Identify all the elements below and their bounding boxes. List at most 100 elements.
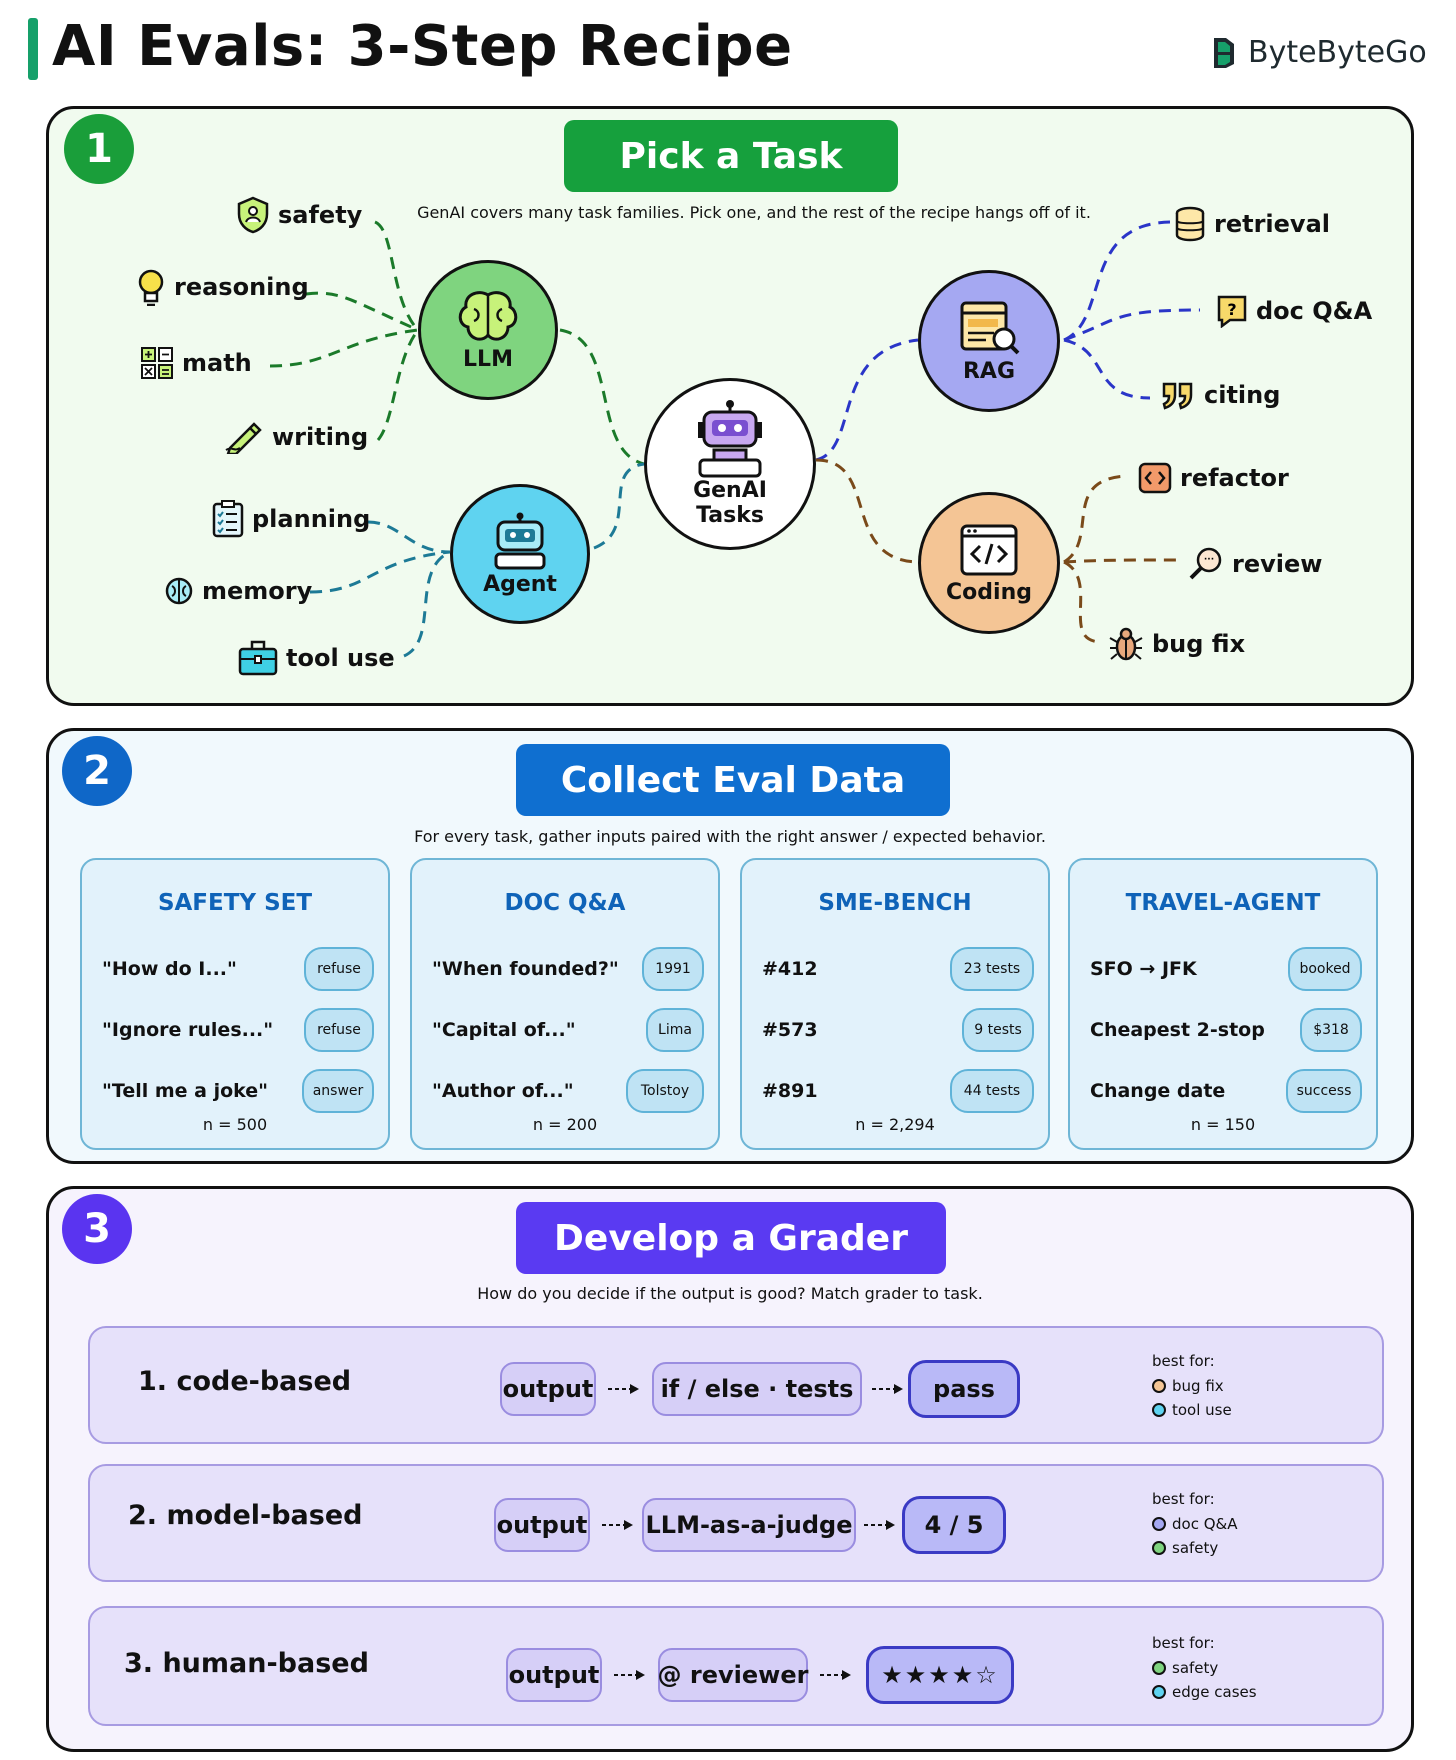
leaf-refactor-label: refactor — [1180, 464, 1289, 492]
best-for-text: safety — [1172, 1659, 1219, 1677]
connector-tool-use — [403, 550, 451, 658]
leaf-memory-label: memory — [202, 577, 313, 605]
connector-bug-fix — [1063, 560, 1101, 644]
card-row: #412 23 tests — [762, 946, 1034, 992]
best-for-text: doc Q&A — [1172, 1515, 1238, 1533]
code-brackets-icon — [1138, 462, 1172, 494]
card-input: #573 — [762, 1019, 818, 1041]
connector-memory — [309, 550, 451, 594]
card-sample-count: n = 150 — [1190, 1115, 1256, 1134]
best-for-text: tool use — [1172, 1401, 1232, 1419]
card-input: SFO → JFK — [1090, 958, 1197, 980]
brand-logo: ByteByteGo — [1210, 30, 1427, 74]
lightbulb-icon — [138, 269, 164, 306]
data-card-safety: SAFETY SET "How do I..."refuse "Ignore r… — [80, 858, 390, 1150]
grader-name: 2. model-based — [128, 1500, 363, 1531]
best-for-item: safety — [1152, 1656, 1257, 1680]
card-sample-count: n = 500 — [202, 1115, 268, 1134]
card-answer-pill: 23 tests — [950, 947, 1034, 991]
magnifier-icon: ··· — [1189, 547, 1222, 580]
card-input: "Capital of..." — [432, 1019, 576, 1041]
brain-icon — [458, 290, 518, 341]
leaf-refactor: refactor — [1138, 462, 1289, 494]
center-label-line1: GenAI — [693, 478, 767, 503]
step-3-subtitle: How do you decide if the output is good?… — [477, 1284, 983, 1303]
leaf-tool-use: tool use — [238, 640, 395, 676]
step-2-badge: 2 — [62, 736, 132, 806]
grader-input-box: output — [494, 1498, 590, 1552]
rag-hub: RAG — [918, 270, 1060, 412]
leaf-safety: safety — [236, 196, 362, 234]
card-answer-pill: Lima — [646, 1008, 704, 1052]
connector-retrieval — [1063, 220, 1171, 342]
card-answer-pill: Tolstoy — [626, 1069, 704, 1113]
clipboard-checklist-icon — [212, 500, 244, 538]
connector-safety — [374, 220, 420, 332]
best-for-text: safety — [1172, 1539, 1219, 1557]
connector-planning — [367, 520, 451, 554]
color-dot — [1152, 1541, 1166, 1555]
card-row: "Capital of..." Lima — [432, 1007, 704, 1053]
best-for-label: best for: — [1152, 1634, 1215, 1652]
leaf-citing: citing — [1160, 380, 1280, 410]
leaf-doc-qa: ? doc Q&A — [1216, 294, 1372, 328]
leaf-bug-fix: bug fix — [1108, 626, 1245, 662]
grader-row-code-based: 1. code-based output if / else · tests p… — [88, 1326, 1384, 1444]
card-answer-pill: 44 tests — [950, 1069, 1034, 1113]
grader-result-box: pass — [908, 1360, 1020, 1418]
grader-best-for: best for: safety edge cases — [1152, 1634, 1257, 1704]
card-input: #412 — [762, 958, 818, 980]
card-answer-pill: $318 — [1300, 1008, 1362, 1052]
grader-method-box: @ reviewer — [658, 1648, 808, 1702]
grader-method-box: LLM-as-a-judge — [642, 1498, 856, 1552]
toolbox-icon — [238, 640, 278, 676]
quote-icon — [1162, 382, 1193, 410]
best-for-label: best for: — [1152, 1490, 1215, 1508]
grader-best-for: best for: doc Q&A safety — [1152, 1490, 1237, 1560]
database-icon — [1175, 206, 1205, 242]
step-1-subtitle: GenAI covers many task families. Pick on… — [417, 203, 1091, 222]
leaf-writing-label: writing — [272, 423, 369, 451]
leaf-planning-label: planning — [252, 505, 371, 533]
card-answer-pill: 9 tests — [962, 1008, 1034, 1052]
best-for-item: doc Q&A — [1152, 1512, 1237, 1536]
best-for-text: edge cases — [1172, 1683, 1257, 1701]
leaf-citing-label: citing — [1204, 381, 1281, 409]
center-label-line2: Tasks — [696, 503, 764, 528]
arrow-right-icon — [614, 1670, 645, 1680]
step-1-title: Pick a Task — [564, 120, 898, 192]
card-sample-count: n = 2,294 — [855, 1115, 935, 1134]
card-row: Cheapest 2-stop$318 — [1090, 1007, 1362, 1053]
arrow-right-icon — [872, 1384, 903, 1394]
color-dot — [1152, 1379, 1166, 1393]
color-dot — [1152, 1517, 1166, 1531]
card-sample-count: n = 200 — [532, 1115, 598, 1134]
card-row: #573 9 tests — [762, 1007, 1034, 1053]
calculator-icon — [141, 347, 173, 379]
color-dot — [1152, 1403, 1166, 1417]
leaf-tool-use-label: tool use — [286, 644, 395, 672]
grader-row-human-based: 3. human-based output @ reviewer ★★★★☆ b… — [88, 1606, 1384, 1726]
card-input: "Author of..." — [432, 1080, 574, 1102]
grader-result-box: 4 / 5 — [902, 1496, 1006, 1554]
leaf-retrieval-label: retrieval — [1214, 210, 1330, 238]
card-answer-pill: success — [1286, 1069, 1362, 1113]
connector-review — [1063, 558, 1179, 564]
connector-rag-center — [815, 338, 919, 462]
brand-name: ByteByteGo — [1248, 34, 1427, 70]
arrow-right-icon — [820, 1670, 851, 1680]
leaf-bug-fix-label: bug fix — [1152, 630, 1246, 658]
leaf-doc-qa-label: doc Q&A — [1256, 297, 1373, 325]
arrow-right-icon — [602, 1520, 633, 1530]
best-for-item: edge cases — [1152, 1680, 1257, 1704]
connector-reasoning — [305, 291, 419, 332]
grader-name: 1. code-based — [138, 1366, 352, 1397]
best-for-text: bug fix — [1172, 1377, 1224, 1395]
card-row: "When founded?"1991 — [432, 946, 704, 992]
leaf-memory: memory — [164, 576, 312, 606]
card-input: "Ignore rules..." — [102, 1019, 274, 1041]
connector-doc-qa — [1063, 308, 1201, 342]
